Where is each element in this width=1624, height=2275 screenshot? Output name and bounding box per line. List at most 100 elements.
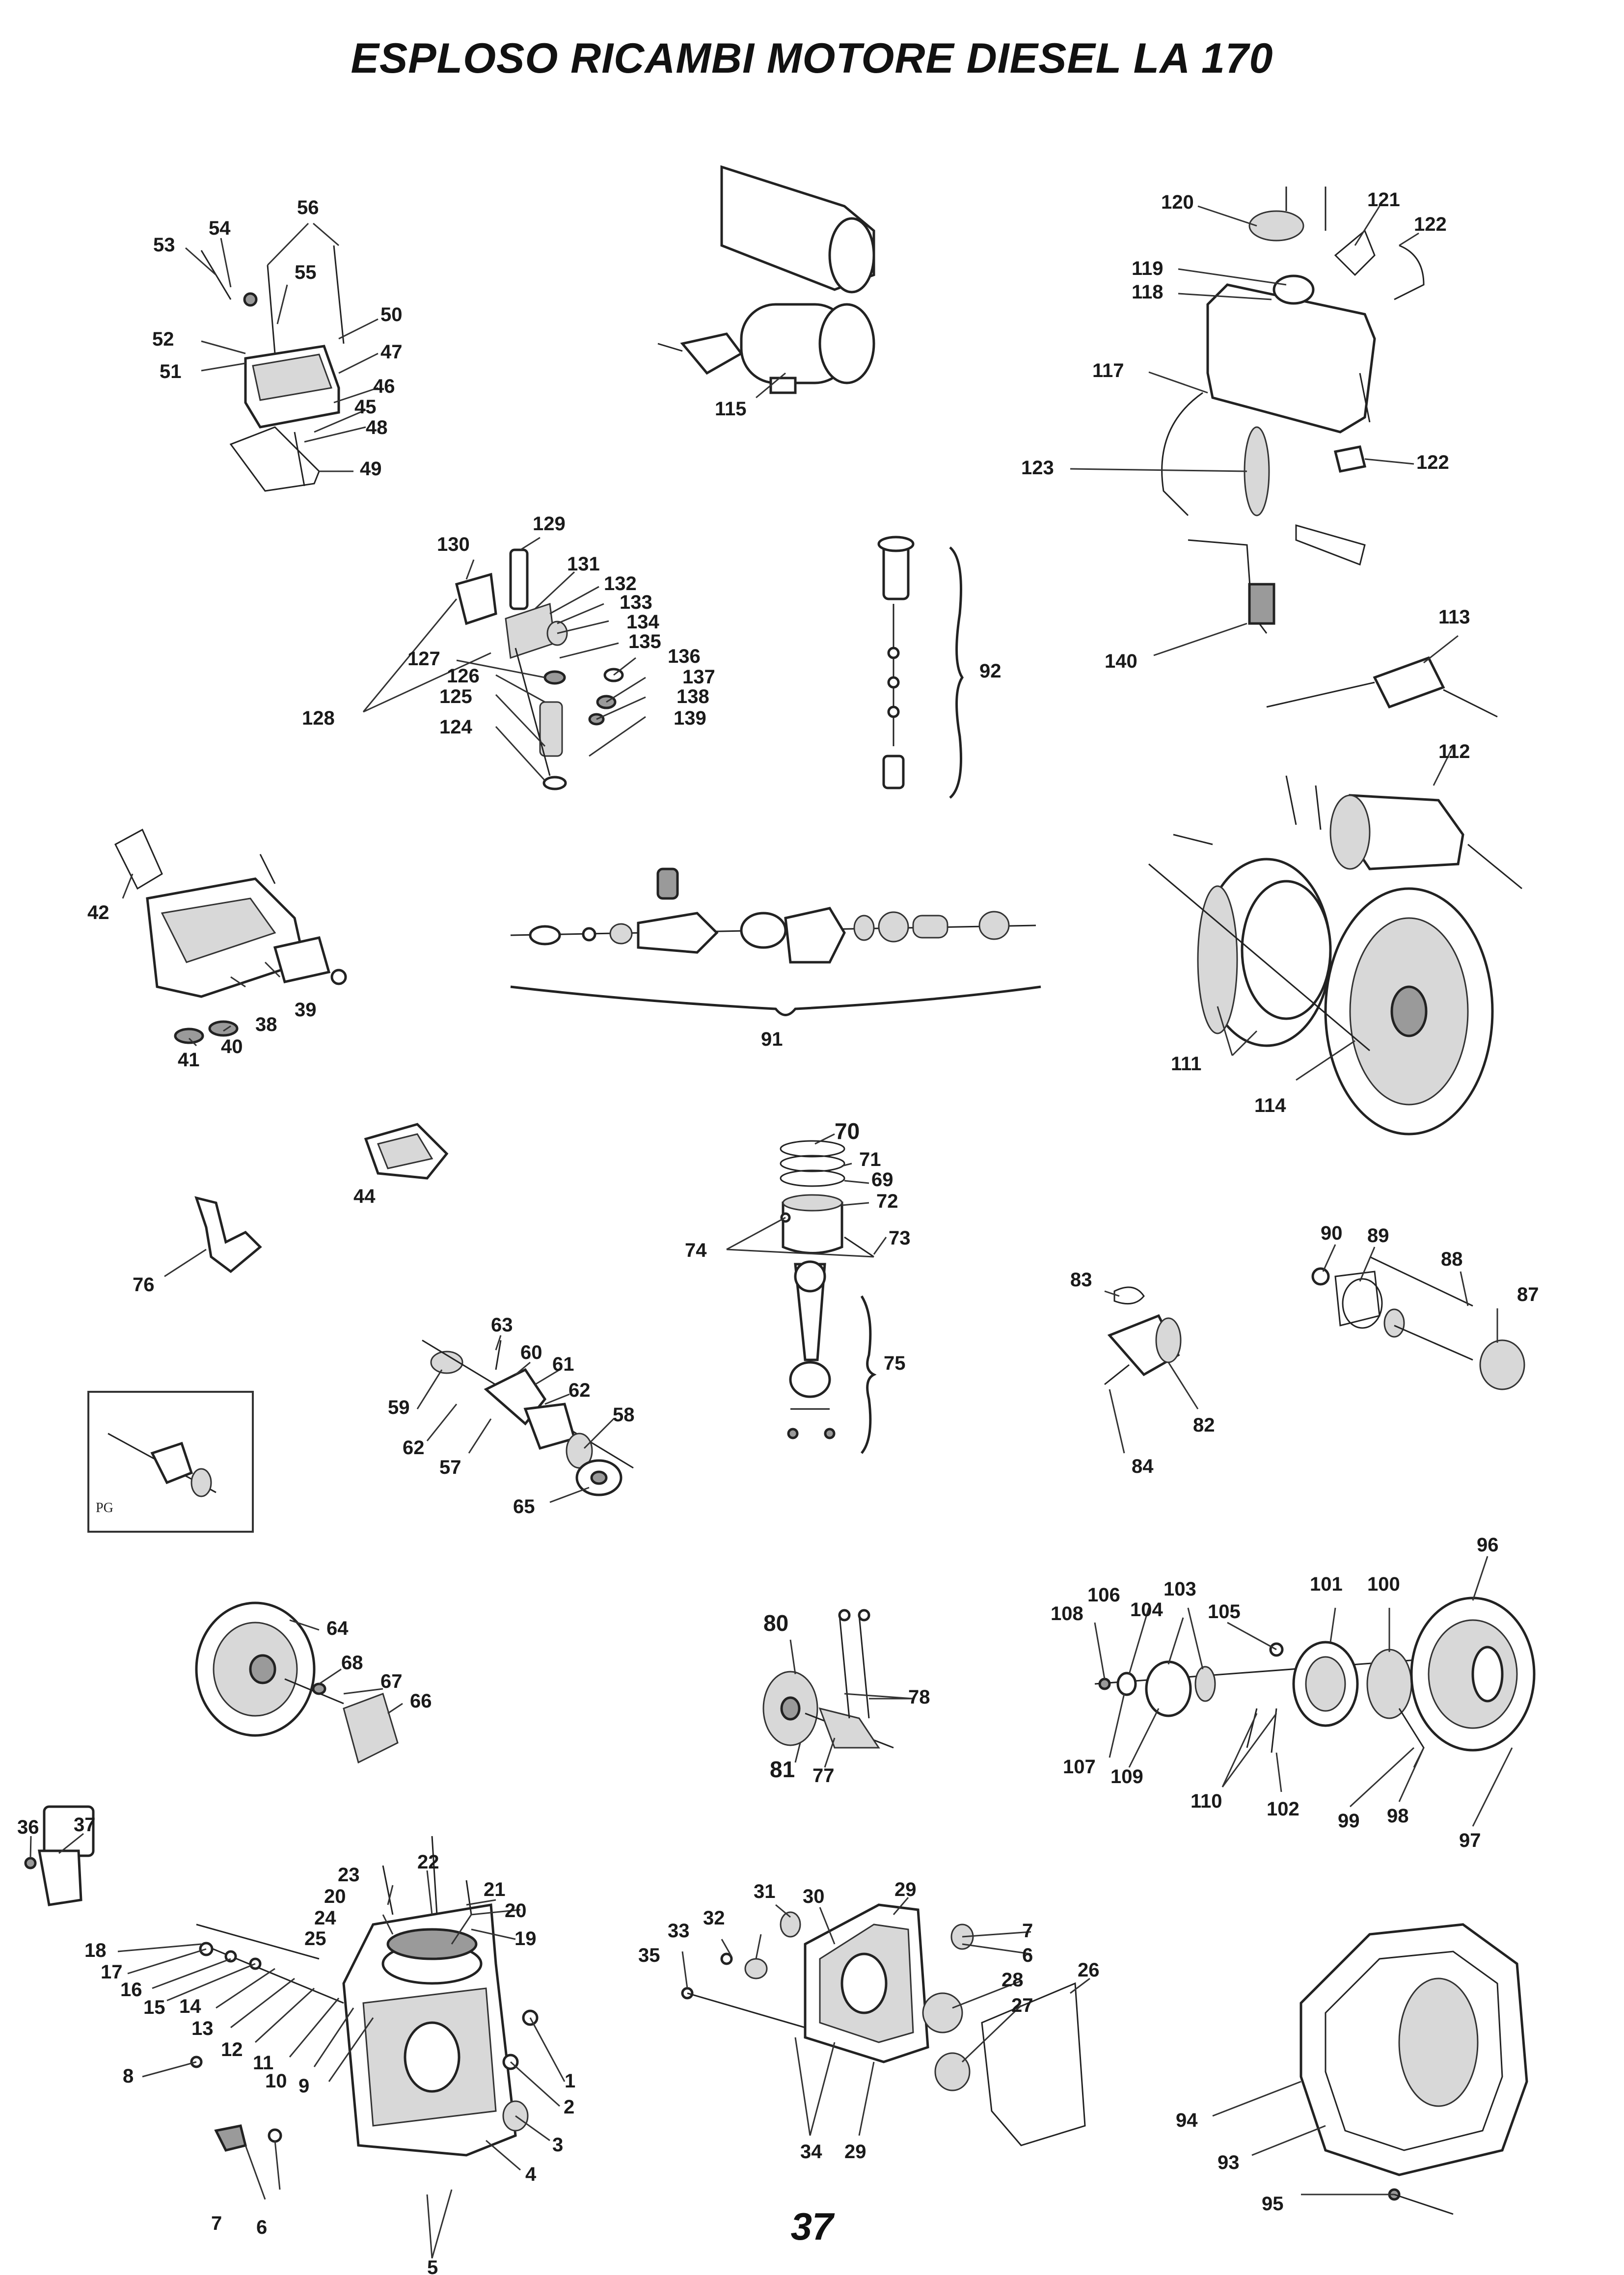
callout-139: 139 bbox=[674, 707, 706, 729]
callout-33: 33 bbox=[668, 1920, 690, 1942]
callout-7-cover: 7 bbox=[1022, 1920, 1033, 1942]
callout-131: 131 bbox=[567, 553, 600, 575]
callout-1: 1 bbox=[565, 2070, 575, 2092]
callout-135: 135 bbox=[628, 631, 661, 652]
callout-118: 118 bbox=[1132, 281, 1164, 303]
callout-67: 67 bbox=[380, 1671, 403, 1692]
callout-46: 46 bbox=[373, 376, 395, 397]
callout-58: 58 bbox=[613, 1404, 635, 1426]
callout-64: 64 bbox=[326, 1618, 349, 1639]
callout-127: 127 bbox=[407, 648, 440, 670]
callout-107: 107 bbox=[1063, 1756, 1096, 1778]
callout-19: 19 bbox=[514, 1928, 537, 1950]
callout-18: 18 bbox=[84, 1940, 107, 1961]
callout-112: 112 bbox=[1438, 741, 1470, 762]
callout-59: 59 bbox=[388, 1397, 410, 1418]
leader-lines bbox=[29, 205, 1513, 2259]
callout-29-top: 29 bbox=[894, 1879, 917, 1900]
callout-28: 28 bbox=[1001, 1969, 1024, 1991]
callout-17: 17 bbox=[101, 1961, 123, 1983]
gear-group-87 bbox=[1311, 1256, 1525, 1390]
callout-16: 16 bbox=[120, 1979, 142, 2001]
callout-41: 41 bbox=[178, 1049, 200, 1071]
fuel-tank-group bbox=[1161, 187, 1425, 634]
guard-36-37 bbox=[24, 1849, 82, 1906]
callout-117: 117 bbox=[1092, 360, 1124, 381]
callout-30: 30 bbox=[803, 1886, 825, 1907]
callout-129: 129 bbox=[533, 513, 566, 535]
callout-13: 13 bbox=[191, 2018, 214, 2039]
callout-23: 23 bbox=[338, 1864, 360, 1886]
callout-122-bottom: 122 bbox=[1416, 452, 1449, 473]
callout-69: 69 bbox=[871, 1169, 893, 1191]
callout-106: 106 bbox=[1087, 1584, 1120, 1606]
fan-flywheel-group bbox=[195, 1601, 399, 1764]
callout-52: 52 bbox=[152, 328, 174, 350]
callout-32: 32 bbox=[703, 1907, 725, 1929]
callout-122-top: 122 bbox=[1414, 214, 1447, 235]
callout-10: 10 bbox=[265, 2070, 287, 2092]
callout-55: 55 bbox=[295, 262, 317, 283]
callout-56: 56 bbox=[297, 197, 319, 218]
callout-77: 77 bbox=[812, 1765, 835, 1787]
callout-48: 48 bbox=[366, 417, 388, 438]
callout-70: 70 bbox=[835, 1118, 860, 1144]
callout-6-crankcase: 6 bbox=[256, 2217, 267, 2238]
callout-109: 109 bbox=[1110, 1766, 1143, 1788]
callout-124: 124 bbox=[439, 716, 472, 738]
starter-cup-group bbox=[1104, 1286, 1182, 1385]
callout-89: 89 bbox=[1367, 1225, 1389, 1246]
callout-44: 44 bbox=[353, 1186, 376, 1207]
callout-numbers: 53 54 56 55 50 52 47 51 46 45 48 49 115 … bbox=[17, 189, 1539, 2275]
callout-123: 123 bbox=[1021, 457, 1054, 479]
inset-crankshaft: PG bbox=[87, 1391, 254, 1533]
callout-84: 84 bbox=[1132, 1456, 1154, 1477]
callout-57: 57 bbox=[439, 1457, 461, 1478]
callout-12: 12 bbox=[221, 2039, 243, 2060]
callout-87: 87 bbox=[1517, 1284, 1539, 1305]
callout-119: 119 bbox=[1132, 258, 1164, 279]
callout-108: 108 bbox=[1051, 1603, 1083, 1625]
governor-row bbox=[510, 867, 1041, 1016]
callout-115: 115 bbox=[715, 398, 747, 420]
callout-27: 27 bbox=[1011, 1995, 1033, 2016]
rocker-parts bbox=[194, 1123, 449, 1273]
callout-125: 125 bbox=[439, 686, 472, 707]
piston-group bbox=[780, 1140, 877, 1454]
callout-96: 96 bbox=[1477, 1534, 1499, 1556]
callout-54: 54 bbox=[209, 217, 231, 239]
injection-pump-group bbox=[455, 548, 624, 790]
bracket-113 bbox=[1266, 656, 1498, 718]
callout-137: 137 bbox=[682, 666, 715, 688]
callout-11: 11 bbox=[253, 2052, 273, 2074]
callout-81: 81 bbox=[770, 1757, 795, 1782]
callout-22: 22 bbox=[417, 1851, 439, 1873]
callout-93: 93 bbox=[1218, 2152, 1240, 2173]
fan-shroud-group bbox=[1299, 1923, 1528, 2215]
valve-cover-group bbox=[200, 245, 345, 492]
callout-38: 38 bbox=[255, 1014, 277, 1035]
callout-47: 47 bbox=[380, 341, 403, 363]
callout-76: 76 bbox=[133, 1274, 155, 1296]
muffler-group bbox=[657, 165, 875, 394]
inset-tag-label: PG bbox=[96, 1500, 113, 1516]
callout-88: 88 bbox=[1441, 1248, 1463, 1270]
callout-120: 120 bbox=[1161, 191, 1194, 213]
callout-9: 9 bbox=[298, 2075, 309, 2097]
callout-121: 121 bbox=[1367, 189, 1400, 211]
callout-51: 51 bbox=[160, 361, 182, 382]
callout-39: 39 bbox=[295, 999, 317, 1021]
callout-66: 66 bbox=[410, 1690, 432, 1712]
callout-20-right: 20 bbox=[505, 1900, 527, 1922]
callout-4: 4 bbox=[525, 2164, 537, 2185]
callout-37: 37 bbox=[74, 1814, 96, 1836]
callout-45: 45 bbox=[354, 396, 377, 418]
callout-103: 103 bbox=[1164, 1578, 1196, 1600]
callout-24: 24 bbox=[314, 1907, 336, 1929]
callout-126: 126 bbox=[447, 665, 480, 687]
callout-97: 97 bbox=[1459, 1830, 1481, 1851]
callout-42: 42 bbox=[87, 902, 109, 923]
callout-111: 111 bbox=[1171, 1053, 1201, 1075]
callout-75: 75 bbox=[884, 1353, 906, 1374]
